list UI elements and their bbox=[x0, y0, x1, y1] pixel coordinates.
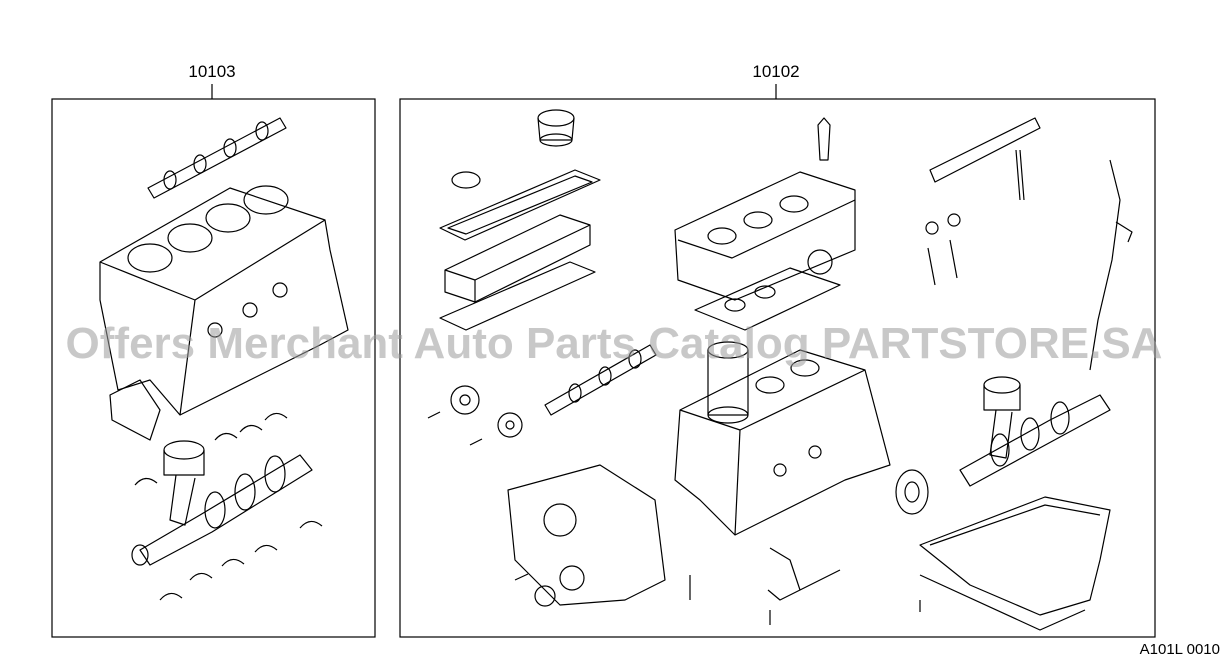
cylinder-head-drawing bbox=[674, 117, 856, 301]
thermostat-housing-drawing bbox=[451, 109, 575, 189]
left-piston-crankshaft-drawing bbox=[131, 440, 313, 566]
left-cylinder-block-drawing bbox=[99, 185, 349, 441]
right-cylinder-block-drawing bbox=[674, 349, 891, 536]
piston-connecting-rod-drawing bbox=[983, 376, 1021, 459]
left-rod-bearings-drawing bbox=[159, 544, 278, 601]
fasteners-drawing bbox=[427, 411, 921, 625]
short-block-assembly-frame bbox=[51, 98, 376, 638]
timing-cover-drawing bbox=[507, 464, 666, 607]
left-main-bearings-drawing bbox=[134, 412, 323, 529]
head-gasket-drawing bbox=[694, 267, 841, 331]
part-number-10102[interactable]: 10102 bbox=[752, 62, 799, 81]
complete-engine-assembly-frame bbox=[399, 98, 1156, 638]
watermark: Offers Merchant Auto Parts Catalog PARTS… bbox=[66, 319, 1163, 368]
valve-train-drawing bbox=[925, 117, 1041, 286]
rocker-cover-drawing bbox=[444, 214, 591, 303]
camshaft-sprocket-drawing bbox=[450, 344, 657, 438]
oil-dipstick-drawing bbox=[1089, 159, 1133, 371]
left-camshaft-drawing bbox=[147, 117, 287, 199]
part-number-10103[interactable]: 10103 bbox=[188, 62, 235, 81]
oil-pan-drawing bbox=[919, 496, 1111, 631]
rocker-cover-lower-gasket-drawing bbox=[439, 261, 596, 331]
rocker-cover-gasket-drawing bbox=[439, 169, 601, 241]
right-crankshaft-drawing bbox=[895, 394, 1111, 515]
cylinder-liner-drawing bbox=[707, 341, 749, 424]
oil-strainer-drawing bbox=[767, 547, 841, 601]
diagram-code: A101L 0010 bbox=[1140, 641, 1220, 658]
